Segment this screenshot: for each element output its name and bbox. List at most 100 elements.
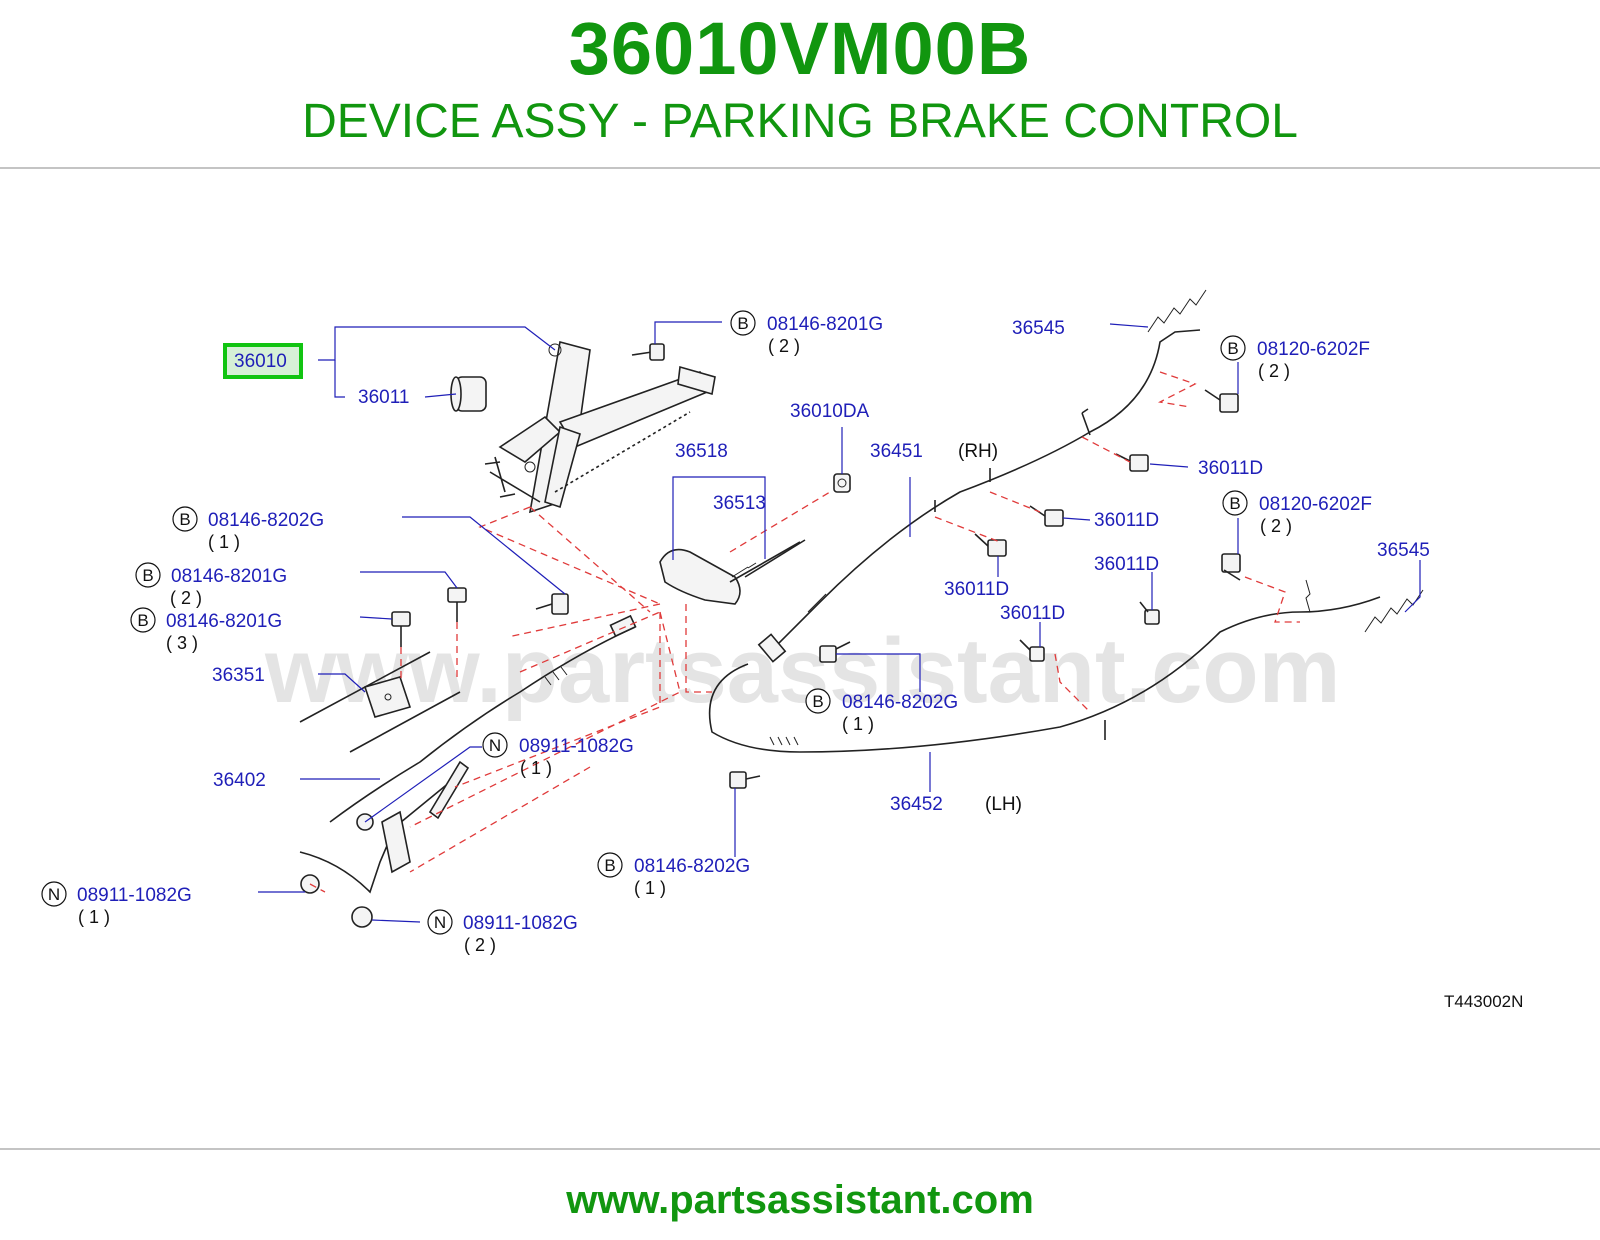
callout-36010[interactable]: 36010: [234, 351, 287, 372]
header-divider: [0, 167, 1600, 169]
badge-n-circle: [41, 881, 67, 907]
rod-36513[interactable]: [744, 539, 806, 578]
badge-b: B: [1229, 494, 1240, 513]
callout-qty: ( 1 ): [634, 878, 666, 898]
footer-divider: [0, 1148, 1600, 1150]
bolt-36011d-b[interactable]: [1029, 505, 1064, 527]
badge-b-circle: [1220, 335, 1246, 361]
label-rh: (RH): [958, 441, 998, 462]
badge-n: N: [48, 885, 60, 904]
bolt-lh-08146-8202g-b[interactable]: [729, 771, 761, 789]
callout-36513[interactable]: 36513: [713, 493, 766, 514]
part-number-title: 36010VM00B: [568, 7, 1032, 90]
badge-b-circle: [730, 310, 756, 336]
equalizer-36518[interactable]: [659, 541, 801, 605]
bolt-36011d-c[interactable]: [974, 533, 1007, 557]
watermark: www.partsassistant.com: [264, 620, 1340, 722]
nut-36010da[interactable]: [833, 473, 851, 493]
callout-qty: ( 2 ): [170, 588, 202, 608]
bolt-lh-08146-8202g-a[interactable]: [819, 641, 851, 663]
cable-rh-36451[interactable]: [757, 329, 1201, 663]
bolt-front-b[interactable]: [391, 611, 411, 647]
callout-08146-8202g[interactable]: 08146-8202G: [842, 692, 958, 713]
callout-36351[interactable]: 36351: [212, 665, 265, 686]
callout-qty: ( 2 ): [1258, 361, 1290, 381]
callout-36011d[interactable]: 36011D: [1094, 554, 1159, 575]
callout-qty: ( 2 ): [768, 336, 800, 356]
alignment-lines: [309, 371, 1300, 893]
badge-b: B: [142, 566, 153, 585]
callout-qty: ( 1 ): [208, 532, 240, 552]
badge-b: B: [179, 510, 190, 529]
bolt-36011d-a[interactable]: [1115, 453, 1149, 472]
badge-n-circle: [427, 909, 453, 935]
badge-b-circle: [1222, 490, 1248, 516]
callout-08120-6202f[interactable]: 08120-6202F: [1259, 494, 1372, 515]
parking-brake-lever-assembly[interactable]: [484, 341, 716, 514]
callout-36011d[interactable]: 36011D: [1094, 510, 1159, 531]
callout-qty: ( 1 ): [842, 714, 874, 734]
illustration-code: T443002N: [1444, 992, 1523, 1011]
callout-08146-8202g[interactable]: 08146-8202G: [634, 856, 750, 877]
page-header: 36010VM00B DEVICE ASSY - PARKING BRAKE C…: [0, 0, 1600, 170]
callout-36011d[interactable]: 36011D: [944, 579, 1009, 600]
callout-qty: ( 2 ): [464, 935, 496, 955]
callouts: 36010 36011 08146-8201G ( 2 ) 36545 0812…: [77, 314, 1523, 1011]
front-cable-36402[interactable]: [329, 614, 637, 823]
bolt-08120-b[interactable]: [1221, 553, 1241, 581]
callout-36402[interactable]: 36402: [213, 770, 266, 791]
badge-b-circle: [135, 562, 161, 588]
badge-b: B: [812, 692, 823, 711]
bushing-36011[interactable]: [450, 376, 487, 412]
callout-08146-8202g[interactable]: 08146-8202G: [208, 510, 324, 531]
badge-b: B: [737, 314, 748, 333]
callout-08911-1082g[interactable]: 08911-1082G: [77, 885, 192, 906]
cable-lh-36452[interactable]: [708, 579, 1381, 753]
badge-b-circle: [597, 852, 623, 878]
badge-b: B: [604, 856, 615, 875]
badges: B B B B B B B B N N N: [41, 310, 1248, 935]
diagram-svg: www.partsassistant.com: [41, 289, 1523, 1011]
badge-n-circle: [482, 732, 508, 758]
badge-n: N: [434, 913, 446, 932]
bolt-top-lever[interactable]: [631, 343, 665, 361]
part-description: DEVICE ASSY - PARKING BRAKE CONTROL: [302, 95, 1298, 148]
bolt-36011d-e[interactable]: [1019, 639, 1045, 662]
callout-08120-6202f[interactable]: 08120-6202F: [1257, 339, 1370, 360]
bracket-36351[interactable]: [299, 651, 461, 753]
callout-08146-8201g[interactable]: 08146-8201G: [166, 611, 282, 632]
badge-b: B: [1227, 339, 1238, 358]
callout-36010da[interactable]: 36010DA: [790, 401, 870, 422]
spring-36545-lh[interactable]: [1364, 589, 1424, 633]
callout-08146-8201g[interactable]: 08146-8201G: [767, 314, 883, 335]
callout-qty: ( 3 ): [166, 633, 198, 653]
callout-36011[interactable]: 36011: [358, 387, 409, 408]
callout-36545[interactable]: 36545: [1377, 540, 1430, 561]
badge-b: B: [137, 611, 148, 630]
label-lh: (LH): [985, 794, 1022, 815]
badge-b-circle: [172, 506, 198, 532]
callout-08911-1082g[interactable]: 08911-1082G: [519, 736, 634, 757]
badge-b-circle: [130, 607, 156, 633]
callout-qty: ( 1 ): [520, 758, 552, 778]
badge-n: N: [489, 736, 501, 755]
highlight-box[interactable]: [223, 343, 303, 379]
badge-b-circle: [805, 688, 831, 714]
leader-lines: [258, 321, 1421, 923]
spring-36545-top[interactable]: [1147, 289, 1207, 333]
front-cable-lower[interactable]: [299, 760, 470, 928]
footer-url[interactable]: www.partsassistant.com: [566, 1178, 1034, 1222]
callout-08911-1082g[interactable]: 08911-1082G: [463, 913, 578, 934]
callout-36011d[interactable]: 36011D: [1198, 458, 1263, 479]
callout-36545[interactable]: 36545: [1012, 318, 1065, 339]
bolt-front-c[interactable]: [535, 593, 569, 615]
callout-36452[interactable]: 36452: [890, 794, 943, 815]
callout-36451[interactable]: 36451: [870, 441, 923, 462]
callout-qty: ( 1 ): [78, 907, 110, 927]
callout-36518[interactable]: 36518: [675, 441, 728, 462]
callout-08146-8201g[interactable]: 08146-8201G: [171, 566, 287, 587]
bolt-08120-a[interactable]: [1204, 389, 1239, 413]
bolt-front-a[interactable]: [447, 587, 467, 622]
parts-diagram: www.partsassistant.com: [0, 172, 1600, 1052]
callout-36011d[interactable]: 36011D: [1000, 603, 1065, 624]
